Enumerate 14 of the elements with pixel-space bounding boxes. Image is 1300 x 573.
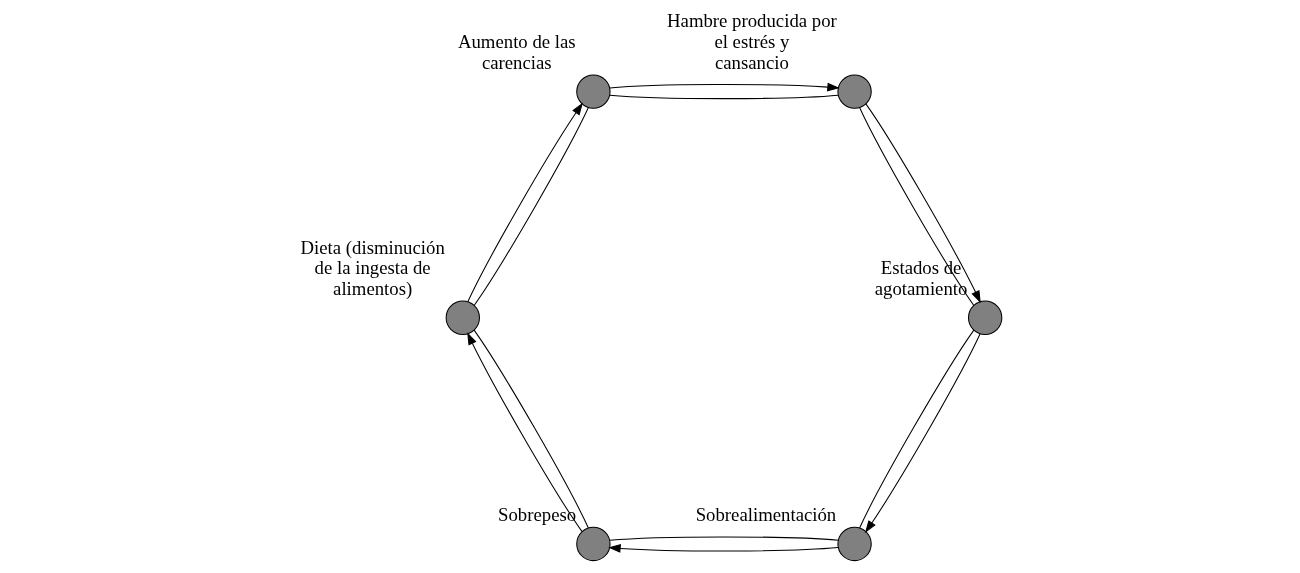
node-circle <box>967 300 1002 335</box>
node-circle <box>575 526 611 562</box>
node-label: Hambre producida por el estrés y cansancio <box>666 10 837 74</box>
node-circle <box>836 74 872 109</box>
node-circle <box>445 300 480 335</box>
connector <box>608 536 839 541</box>
node-label: Sobrealimentación <box>695 504 836 526</box>
connector <box>608 94 839 100</box>
node-circle <box>836 526 872 562</box>
node-label: Aumento de las carencias <box>457 31 576 74</box>
node-label: Dieta (disminución de la ingesta de alimentos) <box>300 236 445 300</box>
node-circle <box>575 74 611 109</box>
arrow <box>607 544 839 553</box>
arrow <box>608 82 840 92</box>
